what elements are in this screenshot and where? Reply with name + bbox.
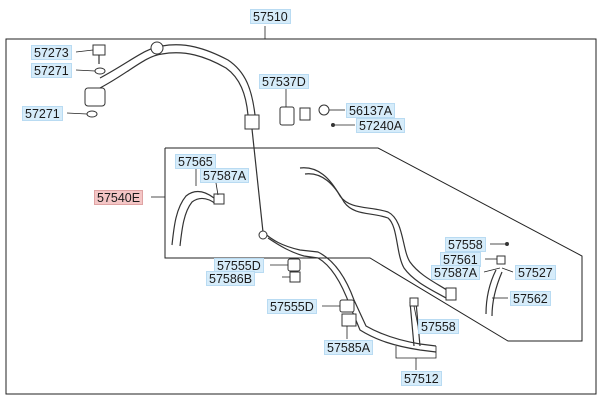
union-nut [258, 230, 268, 240]
clamp-57555D-upper [287, 258, 301, 272]
label-57273[interactable]: 57273 [31, 45, 72, 60]
washer-56137A [318, 104, 330, 116]
fitting-57561 [496, 255, 506, 265]
label-57537D[interactable]: 57537D [259, 74, 309, 89]
label-57587A-right[interactable]: 57587A [431, 265, 481, 280]
oring-57271-upper [94, 67, 106, 75]
label-57510[interactable]: 57510 [250, 9, 291, 24]
subassembly-frame [164, 147, 583, 342]
label-57565[interactable]: 57565 [175, 154, 216, 169]
hose-clamp [150, 41, 164, 55]
leader-57512 [395, 346, 437, 359]
fitting-57558-upper [505, 242, 509, 246]
bolt-57240A [331, 123, 335, 127]
label-57527[interactable]: 57527 [515, 265, 556, 280]
pipe-57512-a [409, 301, 415, 347]
label-57561[interactable]: 57561 [440, 252, 481, 267]
outer-frame [5, 38, 597, 395]
clamp-57555D-lower [339, 299, 355, 313]
label-57585A[interactable]: 57585A [324, 340, 374, 355]
label-57587A-left[interactable]: 57587A [200, 168, 250, 183]
return-pipe-lower-outline [267, 237, 437, 353]
label-57240A[interactable]: 57240A [356, 118, 406, 133]
return-pipe-lower [262, 231, 437, 347]
bracket-57586B [289, 271, 301, 283]
bracket [299, 107, 311, 121]
grommet-57537D [279, 106, 295, 126]
hose-fitting [244, 114, 260, 130]
hose-57562 [485, 269, 497, 315]
hose-57565 [171, 190, 215, 246]
label-57562[interactable]: 57562 [510, 291, 551, 306]
label-57512[interactable]: 57512 [401, 371, 442, 386]
label-57586B[interactable]: 57586B [206, 271, 256, 286]
oring-57271-lower [86, 110, 98, 118]
label-57558-lower[interactable]: 57558 [418, 319, 459, 334]
label-57540E[interactable]: 57540E [94, 190, 144, 205]
fitting-57558-lower [409, 297, 419, 307]
clamp-57587A-right [445, 287, 457, 301]
cooler-pipe [299, 167, 451, 293]
label-57558-upper[interactable]: 57558 [445, 237, 486, 252]
label-57555D-lower[interactable]: 57555D [267, 299, 317, 314]
banjo-fitting [84, 87, 106, 107]
label-57271-upper[interactable]: 57271 [31, 63, 72, 78]
label-56137A[interactable]: 56137A [346, 103, 396, 118]
pressure-hose-outline [99, 52, 249, 116]
fitting-57273 [92, 44, 106, 56]
pressure-hose [99, 44, 256, 116]
clamp-57587A-left [213, 193, 225, 205]
pressure-pipe-vertical [251, 128, 264, 233]
bracket-57585A [341, 313, 357, 327]
cooler-pipe-outline [304, 173, 447, 299]
label-57271-lower[interactable]: 57271 [22, 106, 63, 121]
